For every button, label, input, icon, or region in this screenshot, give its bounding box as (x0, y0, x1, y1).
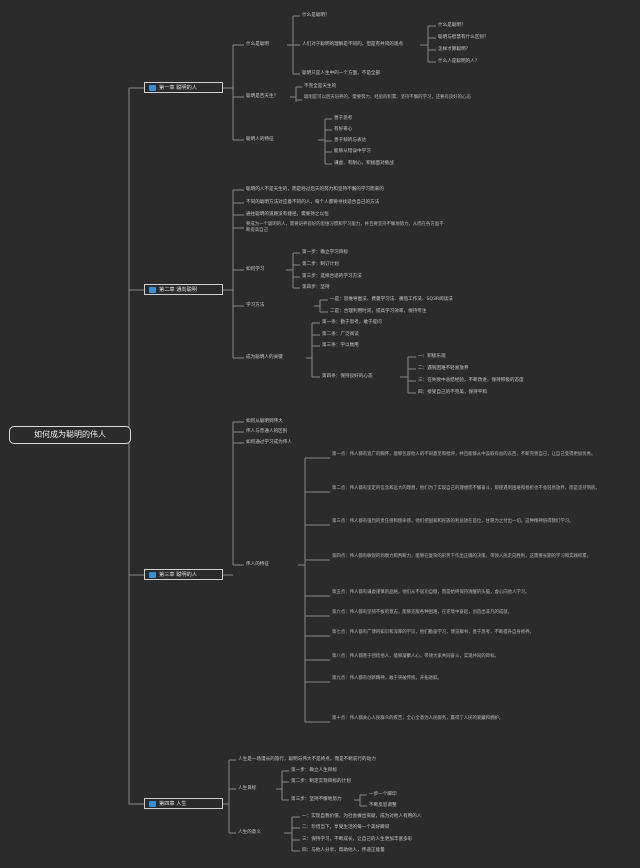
topic-node[interactable]: 如何从聪明到伟大 (246, 419, 283, 424)
topic-node[interactable]: 第一点：伟人都有宽广的胸怀，能够包容他人的不同意见和批评，并且能够从中汲取有益的… (332, 452, 596, 457)
topic-node[interactable]: 人生目标 (238, 786, 257, 791)
topic-node[interactable]: 善于思考 (334, 116, 353, 121)
fire-icon (149, 287, 156, 293)
topic-node[interactable]: 怎样才算聪明？ (438, 47, 471, 52)
topic-node[interactable]: 二：遇到困难不轻易放弃 (418, 366, 469, 371)
topic-node[interactable]: 人生是一场漫长的旅行，聪明与伟大不是终点，而是不断前行的动力 (238, 757, 376, 762)
topic-node[interactable]: 人生的意义 (238, 830, 261, 835)
topic-node[interactable]: 第一步：确立人生目标 (291, 768, 337, 773)
topic-node[interactable]: 要成为一个聪明的人，需要培养良好的思维习惯和学习能力，并且要坚持不懈地努力，从而… (246, 222, 444, 234)
topic-node[interactable]: 第四步：坚持 (302, 285, 330, 290)
topic-node[interactable]: 聪明人的特征 (246, 137, 274, 142)
topic-node[interactable]: 成为聪明人的关键 (246, 355, 283, 360)
topic-node[interactable]: 第二步：制定实现目标的计划 (291, 779, 351, 784)
topic-node[interactable]: 不同的聪明方法对应着不同的人，每个人都要寻找适合自己的方法 (246, 200, 380, 205)
topic-node[interactable]: 人们对于聪明的理解是不同的，但是有共同的观点 (302, 42, 404, 47)
topic-node[interactable]: 第二条：广泛阅读 (322, 332, 359, 337)
topic-node[interactable]: 三：保持学习，不断成长，让自己的人生更加丰富多彩 (302, 837, 413, 842)
topic-node[interactable]: 第八点：伟人都善于团结他人，能够凝聚人心，带领大家共同奋斗，实现共同的目标。 (332, 654, 499, 659)
topic-node[interactable]: 聪明是否天生？ (246, 94, 279, 99)
topic-node[interactable]: 不完全是天生的 (304, 84, 337, 89)
topic-node[interactable]: 一：积极乐观 (418, 354, 446, 359)
topic-node[interactable]: 善于倾听与表达 (334, 138, 367, 143)
section-node-1[interactable]: 第一章 聪明的人 (144, 82, 223, 93)
topic-node[interactable]: 伟人的特征 (246, 562, 269, 567)
topic-node[interactable]: 聪明与智慧有什么区别？ (438, 35, 489, 40)
topic-node[interactable]: 第一条：勤于思考，敢于提问 (322, 320, 382, 325)
topic-node[interactable]: 二是：合理利用时间，提高学习效率，保持专注 (330, 309, 427, 314)
flag-icon (149, 85, 156, 91)
topic-node[interactable]: 二：珍惜当下，享受生活的每一个美好瞬间 (302, 825, 390, 830)
topic-node[interactable]: 第三步：坚持不懈地努力 (291, 797, 342, 802)
topic-node[interactable]: 一步一个脚印 (369, 792, 397, 797)
topic-node[interactable]: 聪明的人不是天生的，而是经过后天的努力和坚持不懈的学习而来的 (246, 187, 384, 192)
topic-node[interactable]: 第三步：选择合适的学习方法 (302, 274, 362, 279)
topic-node[interactable]: 伟人与普通人的区别 (246, 429, 288, 434)
flag-icon (149, 801, 156, 807)
section-node-3[interactable]: 第三章 聪明的人 (144, 569, 223, 580)
topic-node[interactable]: 三：在失败中总结经验，不断改进，保持积极的态度 (418, 378, 524, 383)
topic-node[interactable]: 第四条：保持良好的心态 (322, 374, 373, 379)
topic-node[interactable]: 如何学习 (246, 267, 265, 272)
topic-node[interactable]: 四：接受自己的不完美，保持平和 (418, 390, 487, 395)
section-label: 第二章 通向聪明 (159, 287, 197, 293)
topic-node[interactable]: 不断反思调整 (369, 803, 397, 808)
section-label: 第四章 人生 (159, 801, 187, 807)
topic-node[interactable]: 第七点：伟人都有广博的知识和深厚的学识，他们勤奋学习，博览群书，善于思考，不断提… (332, 630, 534, 635)
section-label: 第三章 聪明的人 (159, 572, 197, 578)
topic-node[interactable]: 什么是聪明？ (438, 23, 466, 28)
topic-node[interactable]: 什么人是聪明的人？ (438, 59, 480, 64)
topic-node[interactable]: 如何通过学习成为伟人 (246, 440, 292, 445)
topic-node[interactable]: 能够从错误中学习 (334, 149, 371, 154)
topic-node[interactable]: 通往聪明的道路没有捷径，需要持之以恒 (246, 212, 329, 217)
section-node-4[interactable]: 第四章 人生 (144, 798, 223, 809)
topic-node[interactable]: 第一步：确立学习目标 (302, 250, 348, 255)
topic-node[interactable]: 聪明只是人生中的一个方面，不是全部 (302, 71, 381, 76)
topic-node[interactable]: 学习方法 (246, 303, 265, 308)
topic-node[interactable]: 第十点：伟人都关心人民群众的疾苦，全心全意为人民服务，赢得了人民的爱戴和拥护。 (332, 716, 504, 721)
topic-node[interactable]: 第三点：伟人都有强烈的责任感和使命感，他们把国家和民族的利益放在首位，甘愿为之付… (332, 519, 574, 524)
topic-node[interactable]: 谦虚、有耐心，积极面对挑战 (334, 161, 394, 166)
topic-node[interactable]: 第二点：伟人都有坚定的信念和远大的理想，他们为了实现自己的理想而不懈奋斗，即使遇… (332, 486, 600, 491)
topic-node[interactable]: 什么是聪明？ (302, 13, 330, 18)
topic-node[interactable]: 有好奇心 (334, 127, 353, 132)
topic-node[interactable]: 第五点：伟人都有谦虚谨慎的品格，他们从不居功自傲，而是始终保持清醒的头脑，虚心向… (332, 590, 530, 595)
topic-node[interactable]: 聪明是可以后天培养的，需要努力、经验的积累、坚持不懈的学习，还要有良好的心态 (304, 95, 471, 100)
topic-node[interactable]: 什么是聪明 (246, 42, 269, 47)
topic-node[interactable]: 第四点：伟人都有敏锐的洞察力和判断力，能够在复杂的形势下作出正确的决策，带领人民… (332, 554, 592, 559)
section-node-2[interactable]: 第二章 通向聪明 (144, 284, 223, 295)
root-node[interactable]: 如何成为聪明的伟人 (9, 426, 131, 444)
topic-node[interactable]: 一：实现自我价值，为社会做出贡献，成为对他人有用的人 (302, 814, 422, 819)
topic-node[interactable]: 第三条：学以致用 (322, 343, 359, 348)
topic-node[interactable]: 第二步：制订计划 (302, 262, 339, 267)
section-label: 第一章 聪明的人 (159, 85, 197, 91)
topic-node[interactable]: 第九点：伟人都有创新精神，敢于突破传统，开拓进取。 (332, 676, 442, 681)
topic-node[interactable]: 第六点：伟人都有坚韧不拔的意志，能够克服各种困难，在逆境中奋起，创造出非凡的成就… (332, 610, 513, 615)
topic-node[interactable]: 四：与他人分享，帮助他人，传递正能量 (302, 848, 385, 853)
flag-icon (149, 572, 156, 578)
topic-node[interactable]: 一是：思维导图法、费曼学习法、番茄工作法、SQ3R阅读法 (330, 297, 453, 302)
